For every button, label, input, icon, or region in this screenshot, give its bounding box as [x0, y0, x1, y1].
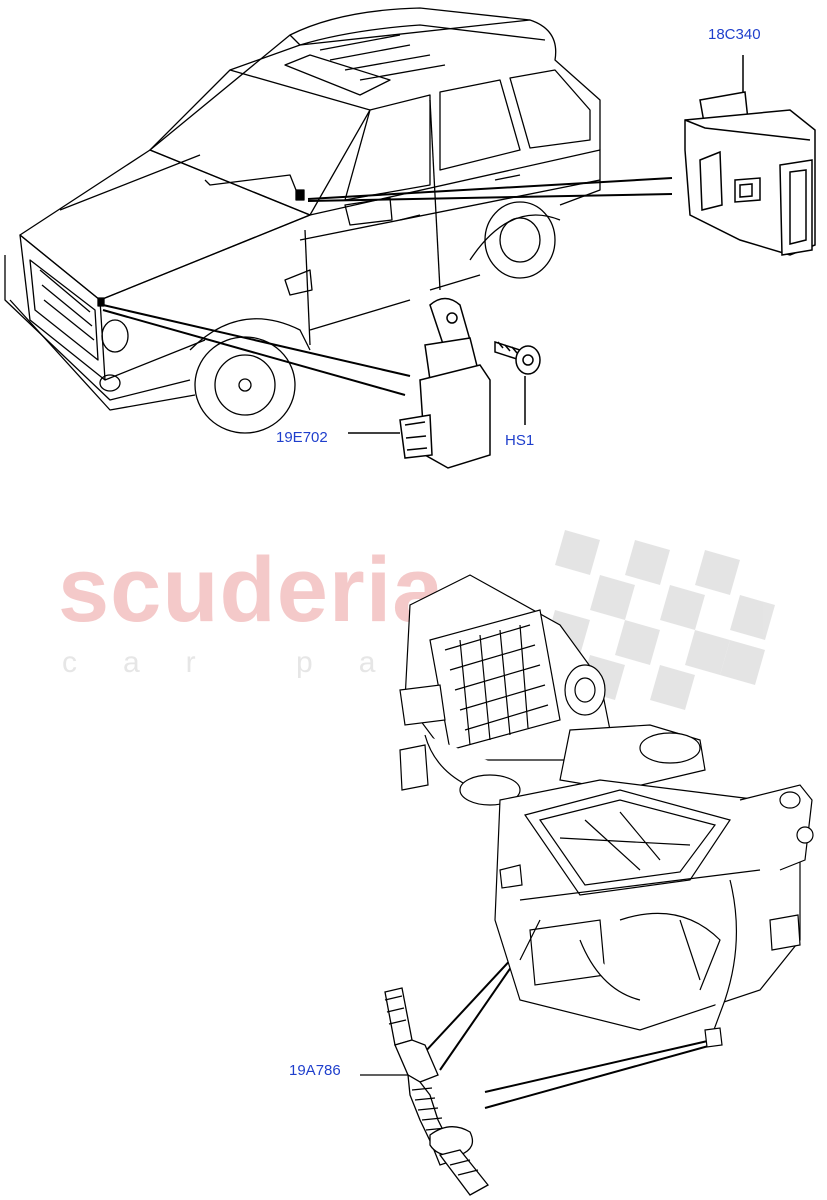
callout-19e702[interactable]: 19E702	[276, 429, 328, 446]
hvac-unit-drawing	[399, 574, 814, 1048]
callout-19a786[interactable]: 19A786	[289, 1062, 341, 1079]
watermark-checker	[545, 530, 775, 710]
watermark-brand: scuderia	[58, 539, 445, 641]
vehicle-illustration	[4, 7, 601, 434]
callout-18c340[interactable]: 18C340	[708, 26, 761, 43]
rain-sensor-drawing	[348, 297, 491, 469]
leader-lines	[102, 177, 713, 1109]
relay-module-drawing	[684, 55, 816, 256]
harness-drawing	[360, 987, 489, 1196]
watermark-tagline: car pa	[62, 646, 422, 679]
callout-hs1[interactable]: HS1	[505, 432, 535, 449]
screw-drawing	[494, 340, 541, 425]
